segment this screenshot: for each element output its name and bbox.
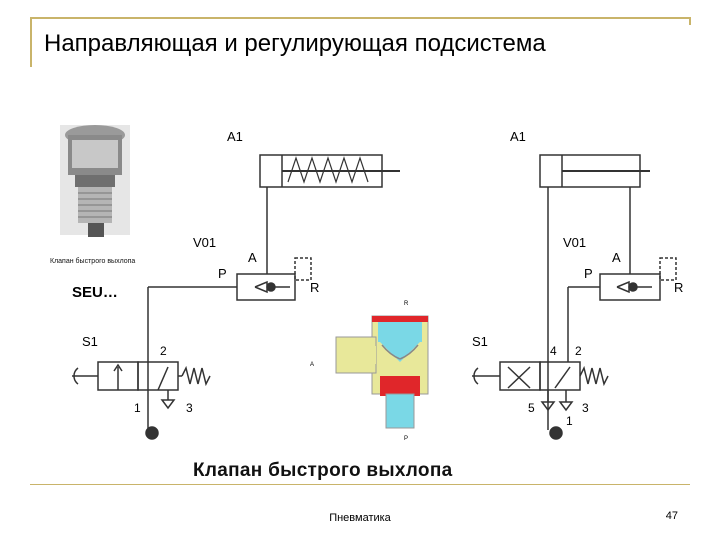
right-switch-label: S1	[472, 334, 488, 349]
footer-text: Пневматика	[329, 512, 391, 524]
center-port-p: P	[404, 436, 408, 442]
left-switch-s1-box2	[137, 361, 179, 391]
center-valve-section	[335, 315, 429, 429]
right-port-a: A	[612, 250, 621, 265]
frame-bottom-line	[30, 484, 690, 485]
right-port-2: 2	[575, 344, 582, 358]
left-port-a: A	[248, 250, 257, 265]
left-valve-label: V01	[193, 235, 216, 250]
right-port-p: P	[584, 266, 593, 281]
right-circuit	[472, 154, 677, 440]
left-cylinder-label: A1	[227, 129, 243, 144]
right-port-1: 1	[566, 414, 573, 428]
right-port-3: 3	[582, 401, 589, 415]
left-port-2: 2	[160, 344, 167, 358]
left-port-1: 1	[134, 401, 141, 415]
valve-photo	[60, 125, 130, 237]
seu-label: SEU…	[72, 284, 118, 301]
photo-caption: Клапан быстрого выхлопа	[50, 258, 136, 265]
right-port-4: 4	[550, 344, 557, 358]
frame-left-line	[30, 17, 32, 67]
page-number: 47	[665, 510, 678, 522]
slide-title: Направляющая и регулирующая подсистема	[44, 30, 546, 57]
center-port-r: R	[404, 301, 409, 307]
left-switch-label: S1	[82, 334, 98, 349]
frame-top-line	[30, 17, 690, 19]
left-circuit	[72, 154, 400, 440]
right-cylinder-label: A1	[510, 129, 526, 144]
left-port-3: 3	[186, 401, 193, 415]
pneumatic-diagram: A1 V01 SEU… S1 P A R 2 1 3 R A P	[40, 100, 690, 485]
left-port-p: P	[218, 266, 227, 281]
center-port-a: A	[310, 362, 314, 368]
right-port-5: 5	[528, 401, 535, 415]
diagram-caption: Клапан быстрого выхлопа	[193, 460, 453, 481]
right-switch-s1-box2	[539, 361, 581, 391]
right-port-r: R	[674, 280, 683, 295]
left-port-r: R	[310, 280, 319, 295]
frame-right-line	[689, 17, 691, 25]
right-valve-label: V01	[563, 235, 586, 250]
